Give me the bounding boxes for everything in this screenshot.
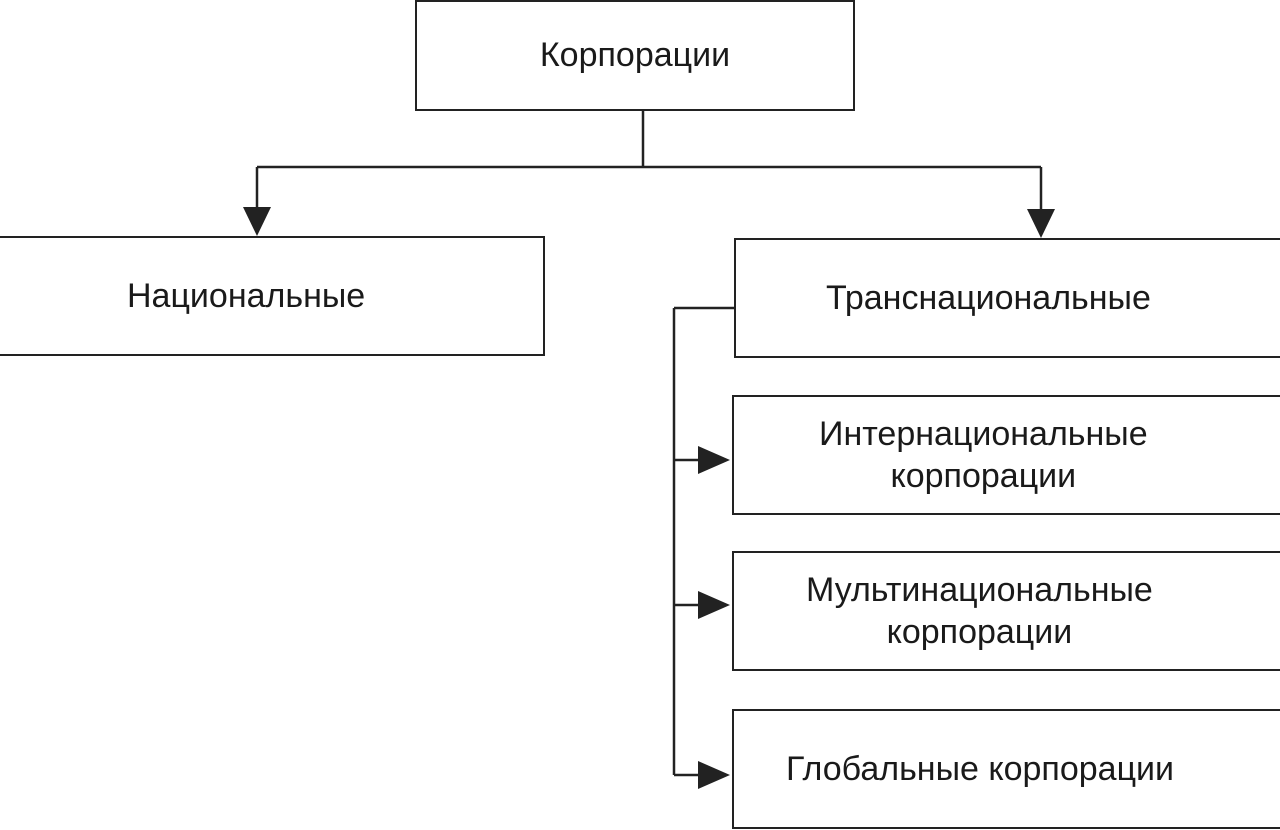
node-international: Интернациональные корпорации (732, 395, 1280, 515)
node-international-line2: корпорации (890, 457, 1077, 495)
node-global-label: Глобальные корпорации (786, 749, 1175, 788)
node-transnational: Транснациональные (734, 238, 1280, 358)
node-multinational-label: Мультинациональные корпорации (806, 569, 1153, 654)
arrowhead-multinational (698, 591, 730, 619)
arrowhead-global (698, 761, 730, 789)
node-national: Национальные (0, 236, 545, 356)
node-transnational-label: Транснациональные (826, 278, 1151, 317)
node-multinational-line2: корпорации (886, 613, 1073, 651)
node-international-label: Интернациональные корпорации (819, 413, 1148, 498)
arrowhead-international (698, 446, 730, 474)
node-global: Глобальные корпорации (732, 709, 1280, 829)
node-national-label: Национальные (127, 276, 366, 315)
arrowhead-national (243, 207, 271, 236)
node-multinational-line1: Мультинациональные (806, 570, 1153, 609)
node-corporations: Корпорации (415, 0, 855, 111)
arrowhead-transnational (1027, 209, 1055, 238)
node-international-line1: Интернациональные (819, 414, 1148, 453)
node-corporations-label: Корпорации (539, 36, 731, 75)
node-multinational: Мультинациональные корпорации (732, 551, 1280, 671)
